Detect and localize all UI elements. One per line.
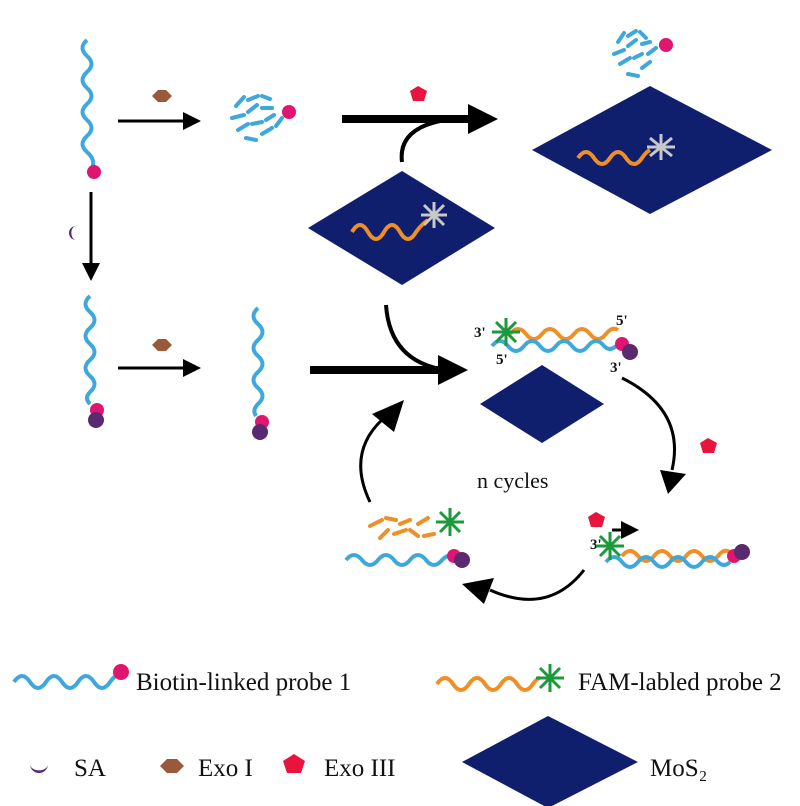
exo3-icon [283, 754, 305, 773]
legend-label: SA [74, 755, 106, 782]
biotin-icon [87, 165, 101, 179]
cycle-label: n cycles [477, 468, 548, 493]
probe1-released [344, 549, 470, 568]
fam-icon [596, 532, 624, 560]
legend-item-probe2: FAM-labled probe 2 [435, 664, 782, 696]
fam-quenched-icon [421, 202, 447, 228]
strand-end-label: 5' [496, 352, 508, 368]
legend-item-mos2: MoS₂ [462, 716, 707, 806]
fam-quenched-icon [647, 134, 675, 160]
exo1-blocked-step [118, 339, 201, 377]
sa-icon [69, 226, 76, 240]
legend: Biotin-linked probe 1 FAM-labled probe 2… [12, 664, 782, 806]
probe1-fragments [230, 94, 284, 142]
mos2-sheet-top-right [532, 86, 772, 214]
probe1-protected [251, 306, 269, 440]
sa-icon [252, 424, 268, 440]
biotin-icon [113, 664, 129, 680]
hybridization-step [310, 304, 468, 385]
legend-item-exo3: Exo III [283, 754, 396, 782]
legend-item-probe1: Biotin-linked probe 1 [12, 664, 351, 696]
mos2-icon [462, 716, 638, 806]
legend-item-sa: SA [30, 755, 106, 782]
legend-label: MoS₂ [650, 755, 707, 782]
strand-end-label: 3' [590, 537, 602, 553]
exo3-cycle-step [621, 376, 717, 494]
sa-binding-step [69, 192, 100, 281]
sa-icon [30, 764, 48, 773]
sa-icon [454, 552, 470, 568]
legend-label: Biotin-linked probe 1 [136, 669, 351, 696]
biotin-icon [282, 105, 296, 119]
duplex-right: 3' [588, 512, 750, 569]
mos2-sheet-cycle [480, 365, 604, 443]
legend-label: Exo III [324, 755, 396, 782]
strand-end-label: 5' [616, 313, 628, 329]
exo3-icon [588, 512, 605, 527]
strand-end-label: 3' [610, 360, 622, 376]
exo1-icon [152, 90, 172, 102]
legend-item-exo1: Exo I [160, 755, 253, 782]
cycle-return-left [359, 400, 404, 503]
probe2-fragments-released [368, 508, 464, 540]
legend-label: Exo I [198, 755, 253, 782]
sa-icon [88, 412, 104, 428]
exo3-icon [700, 438, 717, 453]
exo1-icon [152, 339, 172, 351]
fam-icon [492, 318, 520, 346]
mos2-sheet-center [308, 171, 495, 285]
exo1-digestion-step [118, 90, 201, 130]
sa-icon [734, 544, 750, 560]
exo3-release-step [342, 86, 498, 163]
biotin-icon [659, 38, 673, 52]
probe1-fragments-released [612, 29, 658, 78]
duplex-top: 3' 5' 5' 3' [474, 313, 638, 376]
fam-icon [536, 664, 564, 692]
fam-icon [436, 508, 464, 536]
exo1-icon [160, 759, 184, 773]
legend-label: FAM-labled probe 2 [578, 669, 782, 696]
strand-end-label: 3' [474, 325, 486, 341]
probe1-sa-complex [83, 294, 104, 428]
exo3-icon [410, 86, 427, 101]
cycle-return-bottom [462, 569, 586, 604]
probe1-free [80, 38, 101, 179]
sa-icon [622, 344, 638, 360]
